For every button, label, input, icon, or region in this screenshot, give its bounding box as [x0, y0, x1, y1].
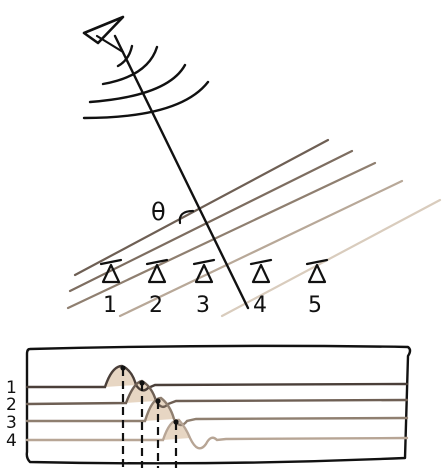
- receiver-icon: [305, 258, 329, 284]
- arrival-dot-2: [139, 380, 145, 386]
- radar-dish-icon: [82, 15, 125, 54]
- trace-label-2: 2: [6, 395, 17, 415]
- arrival-dot-3: [155, 398, 161, 404]
- wavefronts: [66, 138, 442, 318]
- wavefront-3: [66, 161, 377, 310]
- signal-arcs-icon: [82, 44, 210, 120]
- receiver-5: 5: [305, 258, 329, 318]
- wavefront-4: [118, 179, 404, 318]
- arrival-dot-4: [173, 419, 179, 425]
- receiver-icon: [192, 258, 216, 284]
- receiver-2: 2: [145, 258, 169, 318]
- wavefront-5: [220, 198, 442, 318]
- receiver-icon: [145, 258, 169, 284]
- seismogram-panel: 1 2 3 4: [6, 344, 412, 468]
- receivers: 1 2 3 4: [99, 258, 329, 318]
- angle-label: θ: [151, 198, 166, 226]
- receiver-icon: [249, 258, 273, 284]
- receiver-1: 1: [99, 258, 123, 318]
- pulse-fill-3: [145, 398, 174, 421]
- trace-label-3: 3: [6, 413, 17, 433]
- arrival-markers: [120, 365, 179, 468]
- trace-label-4: 4: [6, 431, 17, 451]
- receiver-label-3: 3: [196, 293, 210, 318]
- trace-label-1: 1: [6, 378, 17, 398]
- trace-4: [25, 418, 409, 450]
- receiver-4: 4: [249, 258, 273, 318]
- receiver-label-2: 2: [149, 293, 163, 318]
- ray-line: [113, 34, 250, 310]
- wavefront-1: [73, 138, 330, 277]
- wavefront-2: [68, 149, 354, 293]
- angle-arc: [178, 209, 195, 225]
- seismogram-frame: [25, 344, 412, 465]
- receiver-label-5: 5: [308, 293, 322, 318]
- receiver-label-1: 1: [103, 293, 117, 318]
- traces: [25, 364, 409, 450]
- receiver-label-4: 4: [253, 293, 267, 318]
- trace-3: [25, 396, 409, 427]
- trace-1: [25, 364, 409, 392]
- receiver-icon: [99, 258, 123, 284]
- trace-labels: 1 2 3 4: [6, 378, 17, 451]
- receiver-3: 3: [192, 258, 216, 318]
- arrival-dot-1: [120, 365, 126, 371]
- trace-2: [25, 379, 409, 409]
